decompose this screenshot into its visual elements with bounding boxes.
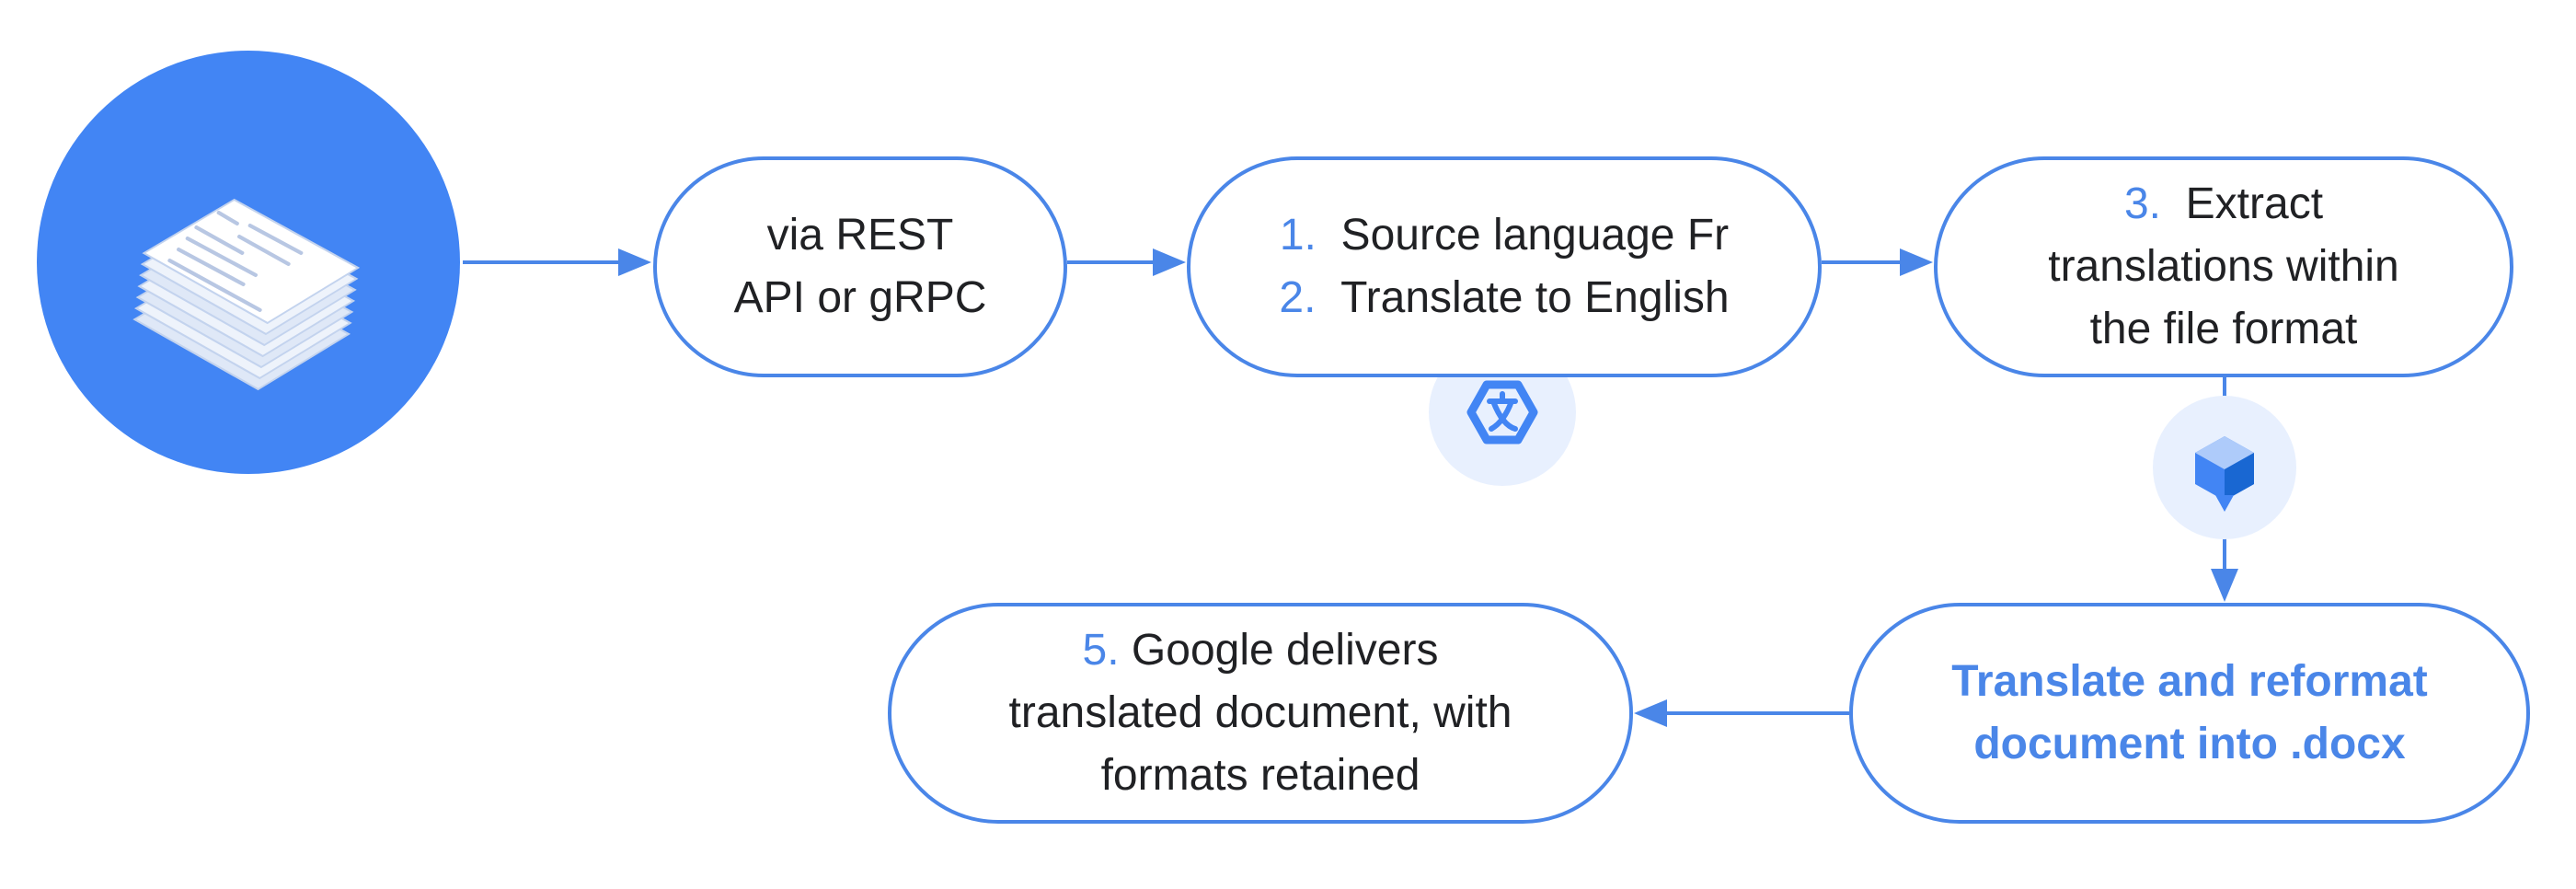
extract-title-text: Extract — [2185, 179, 2324, 228]
step-reformat-line-2: document into .docx — [1973, 720, 2406, 768]
step-reformat-line-1: Translate and reformat — [1951, 657, 2428, 706]
step-language-line-2: 2. Translate to English — [1279, 267, 1729, 329]
step-deliver-line-2: translated document, with — [1008, 688, 1512, 737]
step-deliver-line-3: formats retained — [1100, 751, 1420, 800]
connector-language-to-extract — [1822, 248, 1933, 276]
step-extract-line-3: the file format — [2089, 305, 2358, 353]
step-translate-reformat: Translate and reformat document into .do… — [1849, 603, 2530, 824]
step-language-selection: 1. Source language Fr 2. Translate to En… — [1187, 156, 1822, 377]
step-language-line-1: 1. Source language Fr — [1280, 204, 1729, 267]
deliver-title-text: Google delivers — [1131, 626, 1439, 675]
target-language-text: Translate to English — [1340, 273, 1730, 322]
step-extract-translations: 3. Extract translations within the file … — [1934, 156, 2513, 377]
connector-docs-to-api — [463, 248, 651, 276]
step-api-line-2: API or gRPC — [733, 273, 987, 322]
step-number-1: 1. — [1279, 211, 1317, 260]
step-extract-line-1: 3. Extract — [2124, 173, 2323, 236]
step-api-access: via REST API or gRPC — [653, 156, 1067, 377]
step-deliver-document: 5. Google delivers translated document, … — [888, 603, 1633, 824]
step-number-5: 5. — [1082, 626, 1120, 675]
connector-reformat-to-deliver — [1634, 699, 1849, 727]
document-ai-icon — [2153, 396, 2296, 539]
document-stack-icon — [37, 51, 460, 474]
source-language-text: Source language Fr — [1340, 211, 1730, 260]
step-number-2: 2. — [1279, 273, 1317, 322]
step-deliver-line-1: 5. Google delivers — [1083, 619, 1439, 682]
step-number-3: 3. — [2123, 179, 2161, 228]
connector-api-to-language — [1067, 248, 1186, 276]
step-api-line-1: via REST — [766, 211, 954, 260]
step-extract-line-2: translations within — [2048, 242, 2399, 291]
